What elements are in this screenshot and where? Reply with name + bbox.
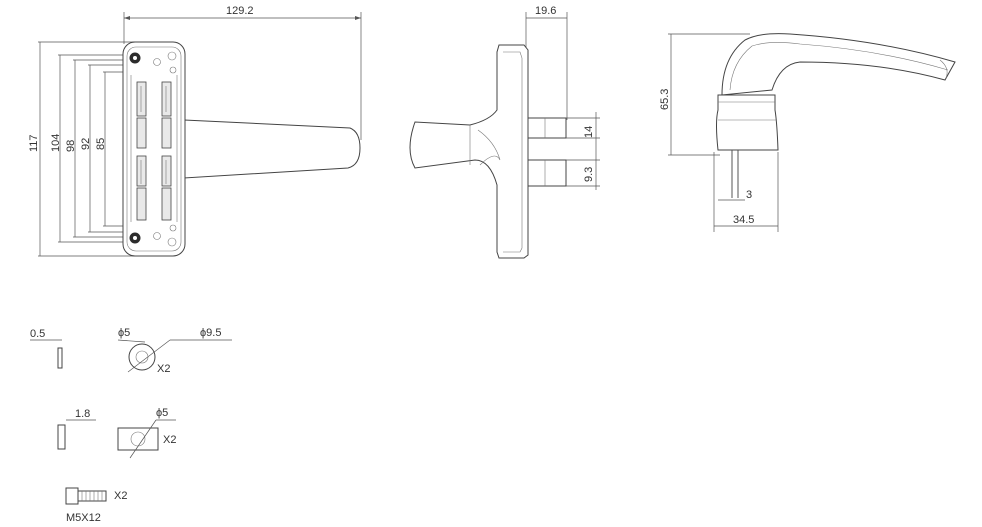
front-view: 129.2 117 104 98 92 85: [28, 5, 362, 257]
dim-depth-19: 19.6: [525, 5, 568, 120]
screw-shaft: [77, 490, 107, 502]
spacer-thickness-label: 1.8: [75, 408, 90, 420]
lever-body: [721, 33, 956, 96]
screw-head: [65, 487, 79, 505]
dim-label-9-3: 9.3: [583, 167, 595, 182]
dim-height-65: 65.3: [659, 33, 750, 156]
grommet-outer-label: ϕ9.5: [200, 327, 221, 339]
spindle-upper: [527, 117, 567, 139]
dim-label-3: 3: [746, 189, 752, 201]
dim-label-92: 92: [80, 138, 92, 150]
grommet: [128, 343, 156, 371]
dim-label-14: 14: [583, 126, 595, 138]
parts-spacer: 1.8 ϕ5 X2: [57, 407, 176, 459]
dim-label-85: 85: [95, 138, 107, 150]
spacer-qty-label: X2: [163, 434, 176, 446]
dim-heights: 117 104 98 92 85: [28, 41, 160, 257]
dim-width-129: 129.2: [123, 5, 362, 140]
grommet-qty-label: X2: [157, 363, 170, 375]
washer-thickness-label: 0.5: [30, 328, 45, 340]
spacer-side: [57, 424, 66, 450]
handle-profile: [409, 44, 529, 259]
dim-label-104: 104: [50, 134, 62, 152]
lever-arm: [183, 119, 361, 179]
lever-view: 65.3 3 34.5: [659, 33, 956, 232]
corner-screws: [129, 51, 177, 247]
parts-washer: 0.5: [30, 328, 63, 369]
dim-label-98: 98: [65, 140, 77, 152]
dim-label-depth: 19.6: [535, 5, 556, 17]
slots: [136, 81, 172, 221]
dim-label-34-5: 34.5: [733, 214, 754, 226]
dim-label-117: 117: [28, 134, 40, 152]
washer: [57, 347, 63, 369]
screw-qty-label: X2: [114, 490, 127, 502]
parts-screw: X2 M5X12: [65, 487, 127, 524]
screw-size-label: M5X12: [66, 512, 101, 524]
lever-base: [716, 94, 779, 151]
dim-base-width: 34.5: [713, 152, 779, 232]
dim-label-65: 65.3: [659, 89, 671, 110]
base-plate: [122, 41, 186, 257]
parts-grommet: ϕ5 ϕ9.5 X2: [117, 327, 232, 375]
dim-label-width: 129.2: [226, 5, 254, 17]
side-view: 19.6 14 9.3: [409, 5, 600, 259]
grommet-inner-label: ϕ5: [118, 327, 130, 339]
spacer-hole-label: ϕ5: [156, 407, 168, 419]
dim-spindle: 3: [718, 189, 752, 201]
dim-spacing: 14 9.3: [566, 112, 600, 190]
spindle-lower: [527, 159, 567, 187]
spacer-block: [117, 427, 159, 451]
